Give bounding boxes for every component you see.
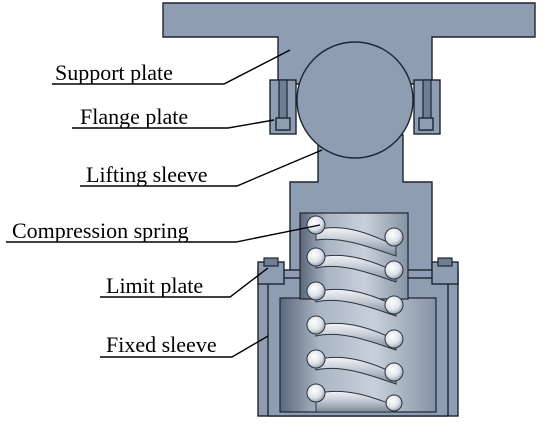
leader-fixed-sleeve — [100, 335, 269, 358]
label-fixed-sleeve: Fixed sleeve — [106, 332, 217, 357]
flange-plate-left — [269, 79, 297, 135]
spring-coil-3 — [315, 288, 397, 317]
leader-lifting-sleeve — [80, 149, 323, 187]
spring-wire-section — [306, 247, 326, 267]
leader-flange-plate — [72, 119, 275, 129]
spring-wire-section — [306, 383, 326, 403]
leader-limit-plate — [100, 267, 269, 298]
spring-wire-section — [384, 362, 404, 382]
compression-spring — [306, 215, 404, 413]
spring-wire-section — [384, 295, 404, 315]
spring-coil-1 — [315, 227, 397, 257]
spring-wire-section — [306, 281, 326, 301]
spring-wire-section — [384, 260, 404, 280]
label-lifting-sleeve: Lifting sleeve — [86, 162, 208, 187]
spring-wire-section — [306, 215, 326, 235]
flange-plate-right — [413, 79, 441, 135]
spring-wire-section — [384, 329, 404, 349]
spring-wire-section — [385, 394, 403, 412]
label-limit-plate: Limit plate — [106, 273, 203, 298]
spring-wire-section — [306, 349, 326, 369]
label-support-plate: Support plate — [55, 60, 173, 85]
spring-coil-2 — [315, 254, 397, 283]
spring-coil-4 — [315, 322, 397, 351]
leader-compression-spring — [6, 224, 321, 243]
spring-wire-section — [384, 227, 404, 247]
leader-support-plate — [52, 49, 291, 85]
leader-lines — [6, 49, 323, 358]
spring-coil-5 — [315, 356, 397, 385]
label-compression-spring: Compression spring — [12, 218, 189, 243]
labels: Support plate Flange plate Lifting sleev… — [12, 60, 217, 357]
spring-wire-section — [306, 315, 326, 335]
label-flange-plate: Flange plate — [80, 104, 188, 129]
fixed-sleeve — [257, 257, 459, 417]
